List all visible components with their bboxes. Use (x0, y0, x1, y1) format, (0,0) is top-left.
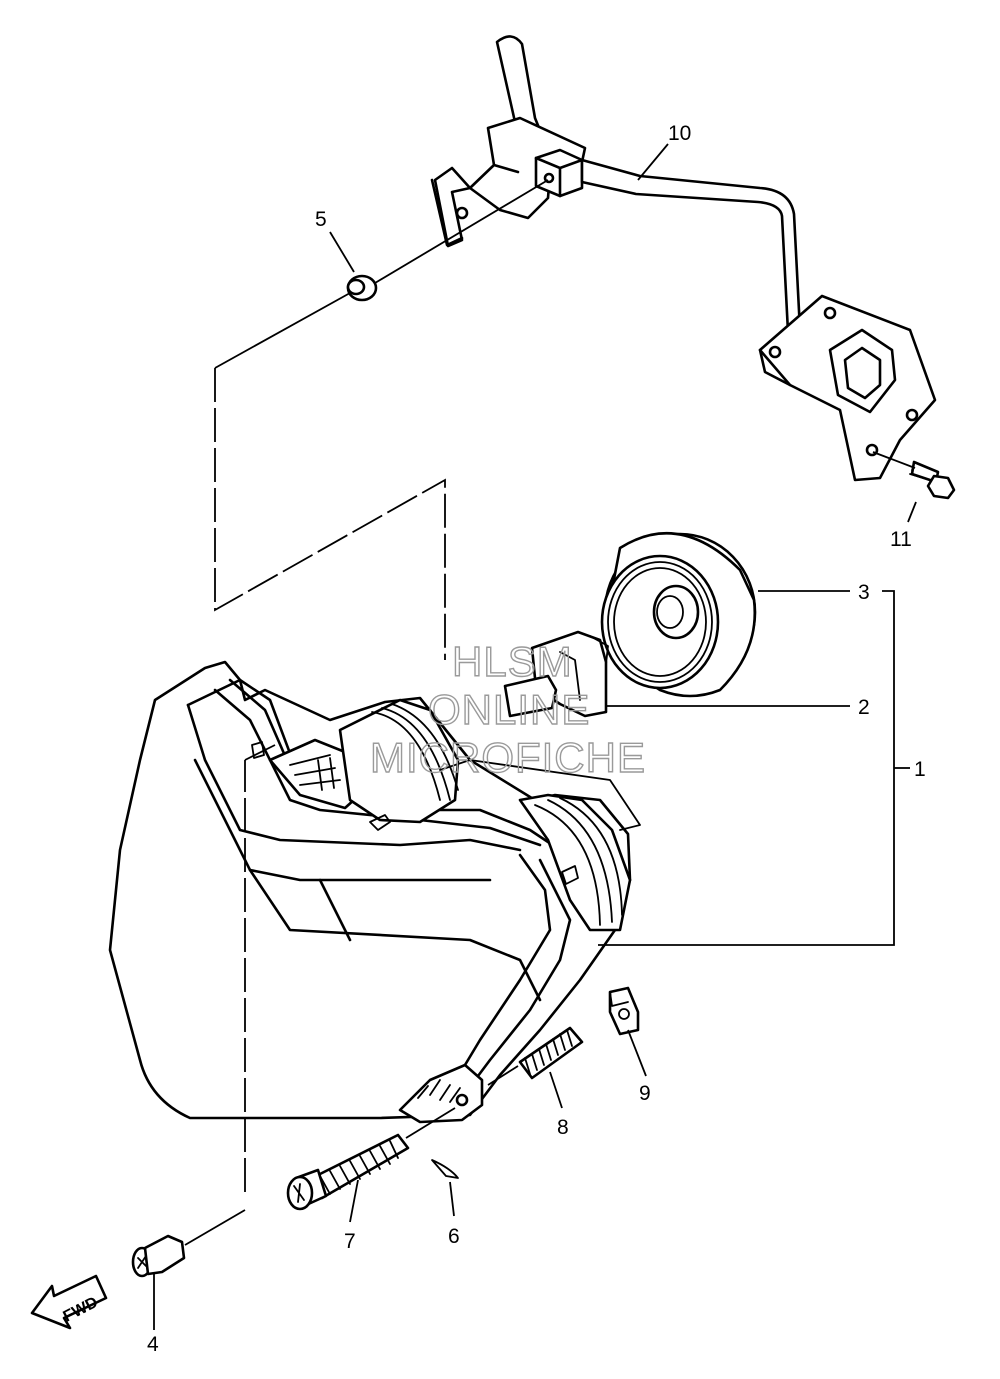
watermark-line-1: HLSM (452, 638, 573, 685)
callout-9: 9 (639, 1082, 651, 1105)
nut-clip (608, 986, 640, 1036)
flange-bolt (872, 451, 956, 500)
callout-4: 4 (147, 1333, 159, 1356)
bulb (503, 630, 609, 718)
watermark-line-2: ONLINE (428, 686, 590, 733)
cotter-pin (431, 1159, 459, 1179)
callout-3: 3 (858, 581, 870, 604)
callout-11: 11 (890, 528, 912, 551)
adjust-screw (286, 1107, 456, 1211)
callout-2: 2 (858, 696, 870, 719)
callout-10: 10 (668, 122, 691, 145)
bulb-cover (600, 531, 757, 698)
spring (487, 1026, 584, 1086)
headlight-stay-bracket (430, 35, 937, 482)
fwd-arrow-icon: FWD (30, 1274, 108, 1330)
callout-1: 1 (914, 758, 926, 781)
grommet (214, 179, 549, 369)
leader-lines (153, 143, 917, 1330)
reference-outline (214, 368, 446, 660)
callout-8: 8 (557, 1116, 569, 1139)
callout-numbers: 10 5 11 3 2 1 9 8 6 7 4 (147, 122, 926, 1356)
callout-5: 5 (315, 208, 327, 231)
trim-clip (131, 744, 276, 1278)
watermark: HLSM ONLINE MICROFICHE (369, 637, 646, 781)
headlight-assembly (108, 660, 641, 1124)
callout-7: 7 (344, 1230, 356, 1253)
watermark-line-3: MICROFICHE (370, 734, 646, 781)
callout-6: 6 (448, 1225, 460, 1248)
